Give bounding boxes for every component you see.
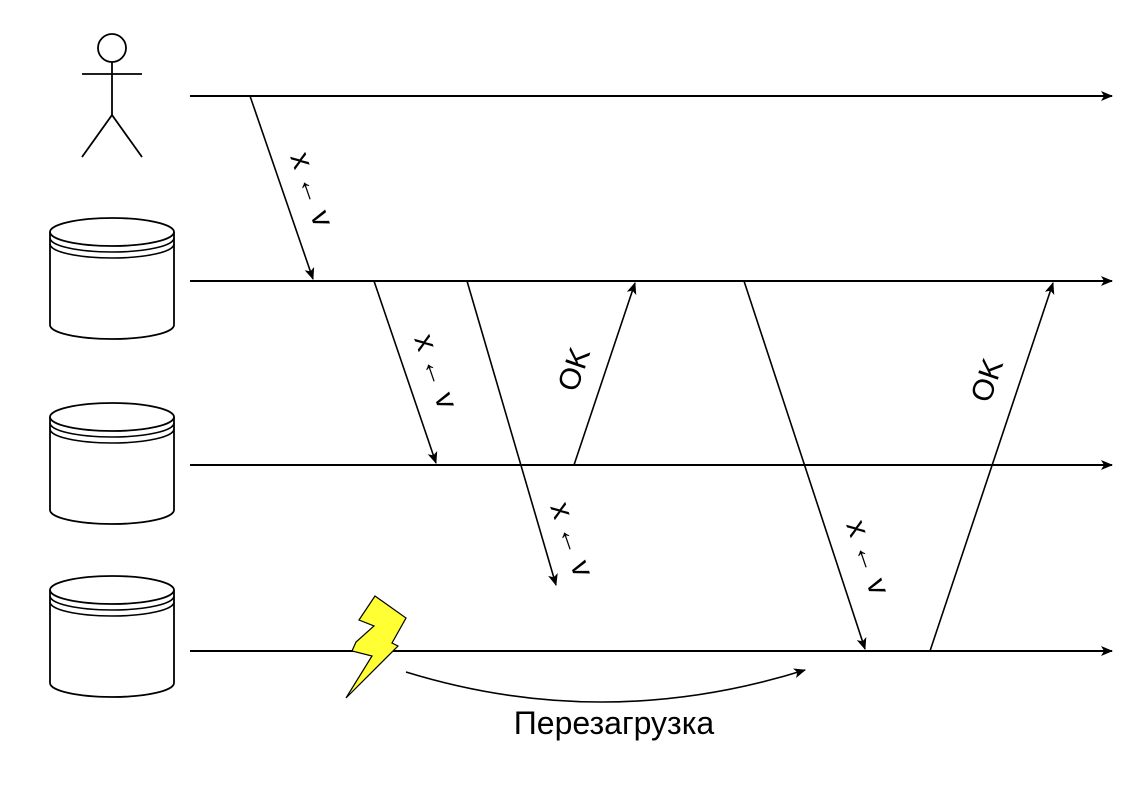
message-arrow <box>929 282 1055 652</box>
message-label: OK <box>965 355 1010 407</box>
message-arrow <box>743 280 867 650</box>
restart-label: Перезагрузка <box>514 705 715 741</box>
database-icon <box>49 402 175 525</box>
restart-arrow <box>405 668 806 703</box>
database-icon <box>49 575 175 698</box>
message-arrow <box>573 282 637 466</box>
message-label: x ← v <box>407 330 463 413</box>
message-label: x ← v <box>839 516 895 599</box>
database-icon <box>49 217 175 340</box>
message-arrow-lost <box>466 280 558 586</box>
message-arrow <box>249 95 315 280</box>
message-label: OK <box>552 344 597 396</box>
stick-figure-icon <box>81 33 143 158</box>
lightning-icon <box>345 595 407 699</box>
message-arrow <box>373 280 438 464</box>
